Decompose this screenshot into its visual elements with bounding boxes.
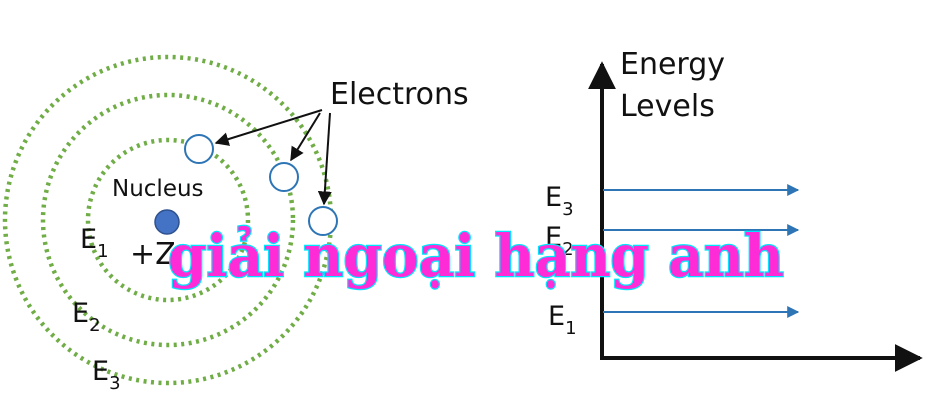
level-label-e1: E1 [548, 301, 577, 339]
electron-2 [269, 162, 299, 192]
level-label-e3: E3 [545, 182, 574, 220]
energy-levels-chart: Energy Levels E3 E2 E1 [545, 47, 923, 372]
nucleus-charge: +Z [130, 237, 176, 272]
shell-label-e3: E3 [92, 356, 121, 394]
electron-pointer-3 [317, 112, 332, 206]
watermark-text: giải ngoại hạng anh [168, 222, 784, 290]
energy-title-line2: Levels [620, 89, 715, 124]
shell-label-e2: E2 [72, 298, 101, 336]
shell-e2 [40, 92, 296, 348]
nucleus-label: Nucleus [112, 176, 204, 202]
electron-1 [184, 134, 214, 164]
shell-label-e1: E1 [80, 224, 109, 262]
energy-title-line1: Energy [620, 47, 725, 82]
electrons-label: Electrons [330, 77, 469, 112]
nucleus [154, 209, 180, 235]
atom-model: Nucleus +Z Electrons E1 E2 E3 [2, 54, 469, 394]
level-label-e2: E2 [545, 222, 574, 260]
shell-e1 [85, 137, 251, 303]
electron-pointer-1 [214, 109, 323, 146]
electron-pointer-2 [290, 112, 321, 162]
electron-3 [308, 206, 338, 236]
